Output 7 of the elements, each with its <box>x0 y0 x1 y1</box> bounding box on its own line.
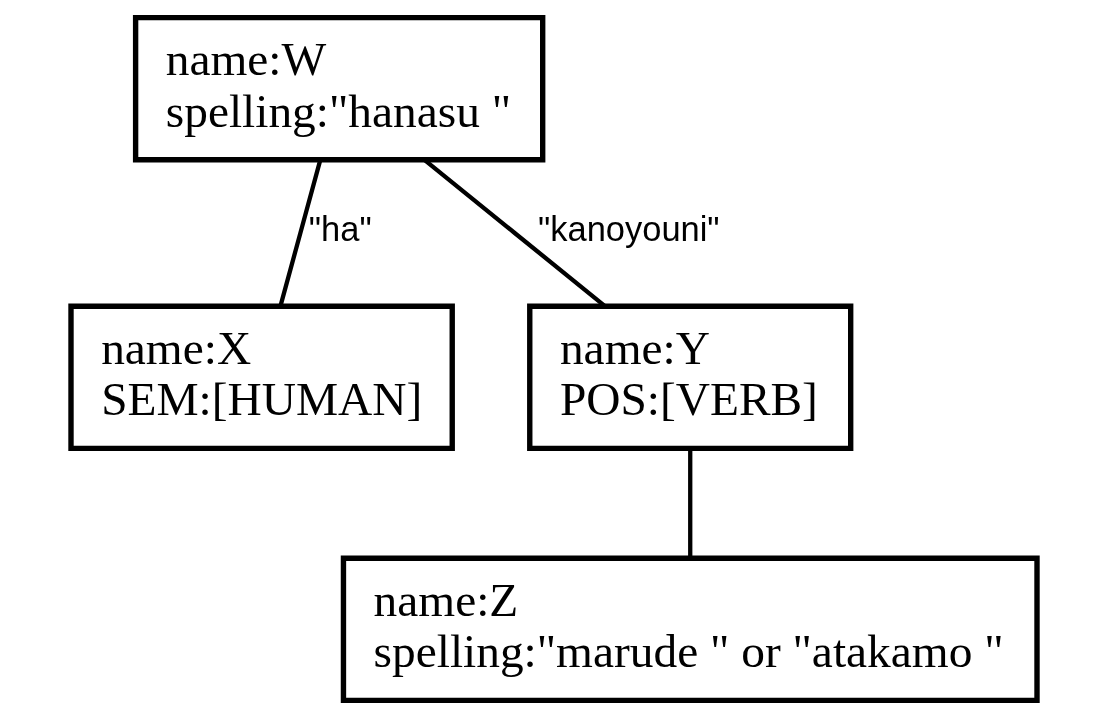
node-box: name:X SEM:[HUMAN] <box>68 303 455 451</box>
connector <box>278 159 323 306</box>
edge-label: "kanoyouni" <box>538 209 720 248</box>
node-box: name:Z spelling:"marude " or "atakamo " <box>340 555 1040 703</box>
node-box: name:Y POS:[VERB] <box>527 303 854 451</box>
edge-label: "ha" <box>308 209 372 248</box>
node-box: name:W spelling:"hanasu " <box>132 14 546 162</box>
